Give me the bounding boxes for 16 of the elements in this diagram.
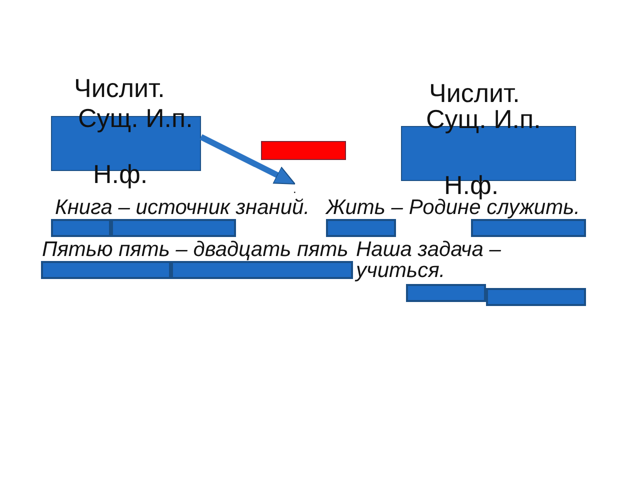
bar-block	[471, 219, 586, 237]
bar-block	[171, 261, 353, 279]
box-label: Числит.	[74, 75, 165, 101]
bar-block	[406, 284, 486, 302]
bar-block	[41, 261, 171, 279]
arrow	[200, 134, 296, 184]
example-sentence: Пятью пять – двадцать пять	[42, 239, 348, 260]
example-sentence: Книга – источник знаний.	[55, 197, 310, 218]
box-label: Числит.	[429, 80, 520, 106]
accent-box	[261, 141, 346, 160]
example-sentence: Наша задача – учиться.	[356, 239, 502, 281]
period-mark: .	[293, 184, 296, 194]
bar-block	[51, 219, 111, 237]
bar-block	[326, 219, 396, 237]
bar-block	[111, 219, 236, 237]
bar-block	[486, 288, 586, 306]
